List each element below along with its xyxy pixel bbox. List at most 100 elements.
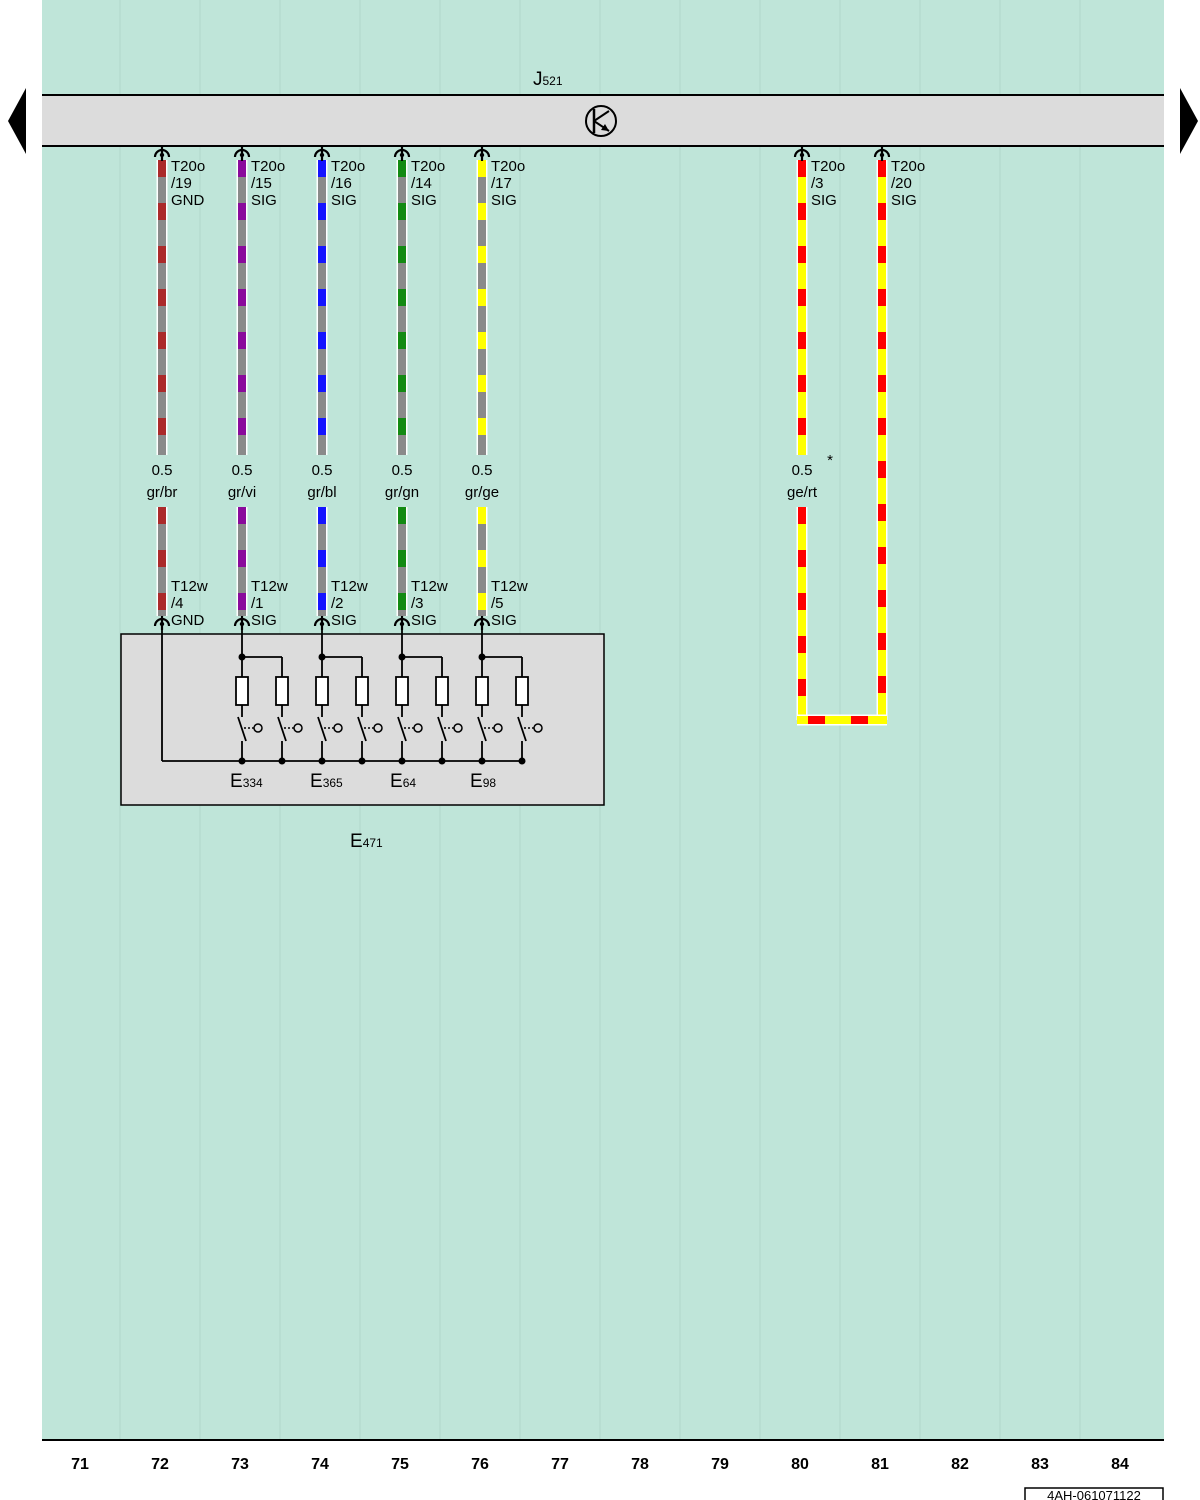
column-number: 82 [951,1456,969,1473]
pin-label-line2: /3 [411,595,424,612]
pin-label-line2: /17 [491,175,512,192]
column-number: 75 [391,1456,409,1473]
pin-label-line3: GND [171,192,205,209]
connector-dot [239,621,245,627]
switch-circuit [161,628,543,765]
connector-dot [479,152,485,158]
wires-layer [156,160,888,726]
switch-label: E98 [470,771,496,792]
wire-size: 0.5 [152,462,173,479]
connector-dot [319,621,325,627]
pin-label-line3: SIG [491,192,517,209]
wire-spec: 0.5 ge/rt [787,462,818,501]
column-number: 83 [1031,1456,1049,1473]
switch-branch [395,657,423,761]
wire-specs: 0.5gr/br 0.5gr/vi 0.5gr/bl 0.5gr/gn 0.5g… [147,452,834,501]
switch-assembly-box [120,633,605,806]
resistor-icon [435,676,449,706]
module-label: J521 [533,69,563,90]
column-number: 84 [1111,1456,1129,1473]
pin-label-line2: /5 [491,595,504,612]
connector-dot [479,621,485,627]
junction-dot [358,757,366,765]
pin-label-line1: T20o [411,158,445,175]
switch-label: E365 [310,771,343,792]
connector-pin-icon [793,147,811,161]
pushbutton-icon [253,723,263,733]
pin-label-line1: T20o [491,158,525,175]
connector-pin-icon [313,616,331,630]
connector-pin-icon [233,147,251,161]
connector-pin-icon [473,147,491,161]
pushbutton-icon [293,723,303,733]
control-module-bar [42,95,1164,146]
wire-size: 0.5 [392,462,413,479]
switch-contact [317,716,327,742]
connector-dot [239,152,245,158]
pin-label-line1: T12w [251,578,288,595]
connector-pin-icon [153,616,171,630]
connector-pin-icon [473,616,491,630]
junction-dot [438,757,446,765]
switch-contact [357,716,367,742]
electronic-unit-icon [585,105,617,137]
resistor-icon [395,676,409,706]
pushbutton-icon [493,723,503,733]
pushbutton-icon [373,723,383,733]
wire-spec: 0.5 gr/gn [385,462,419,501]
pin-label-line2: /19 [171,175,192,192]
pin-label-line3: SIG [411,612,437,629]
connector-pin-icon [233,616,251,630]
column-number: 76 [471,1456,489,1473]
connector-dot [319,152,325,158]
wire-color-code: gr/gn [385,484,419,501]
connector-pin-icon [313,147,331,161]
pin-label-line3: SIG [331,612,357,629]
switch-contact [237,716,247,742]
wire-color-code: gr/bl [307,484,336,501]
junction-dot [238,757,246,765]
junction-dot [278,757,286,765]
switch-contact [397,716,407,742]
connector-pin-icon [873,147,891,161]
pin-label-line2: /20 [891,175,912,192]
column-number: 77 [551,1456,569,1473]
pin-label-line1: T12w [171,578,208,595]
pin-label-line3: SIG [411,192,437,209]
next-page-arrow-icon[interactable] [1180,88,1198,154]
connector-pin-icon [393,147,411,161]
connector-dot [799,152,805,158]
column-number: 73 [231,1456,249,1473]
pin-label-line3: SIG [811,192,837,209]
column-number: 79 [711,1456,729,1473]
connector-pin-icon [393,616,411,630]
column-number: 81 [871,1456,889,1473]
column-number: 80 [791,1456,809,1473]
resistor-icon [275,676,289,706]
switch-label: E334 [230,771,263,792]
wire-size: 0.5 [792,462,813,479]
previous-page-arrow-icon[interactable] [8,88,26,154]
column-number: 78 [631,1456,649,1473]
resistor-icon [235,676,249,706]
wire-color-code: ge/rt [787,484,818,501]
switch-contact [277,716,287,742]
pin-label-line2: /4 [171,595,184,612]
connector-dot [399,621,405,627]
connector-dot [159,621,165,627]
pin-label-line3: SIG [331,192,357,209]
pin-label-line1: T20o [331,158,365,175]
pushbutton-icon [333,723,343,733]
switch-branch [355,657,383,761]
connector-dot [159,152,165,158]
